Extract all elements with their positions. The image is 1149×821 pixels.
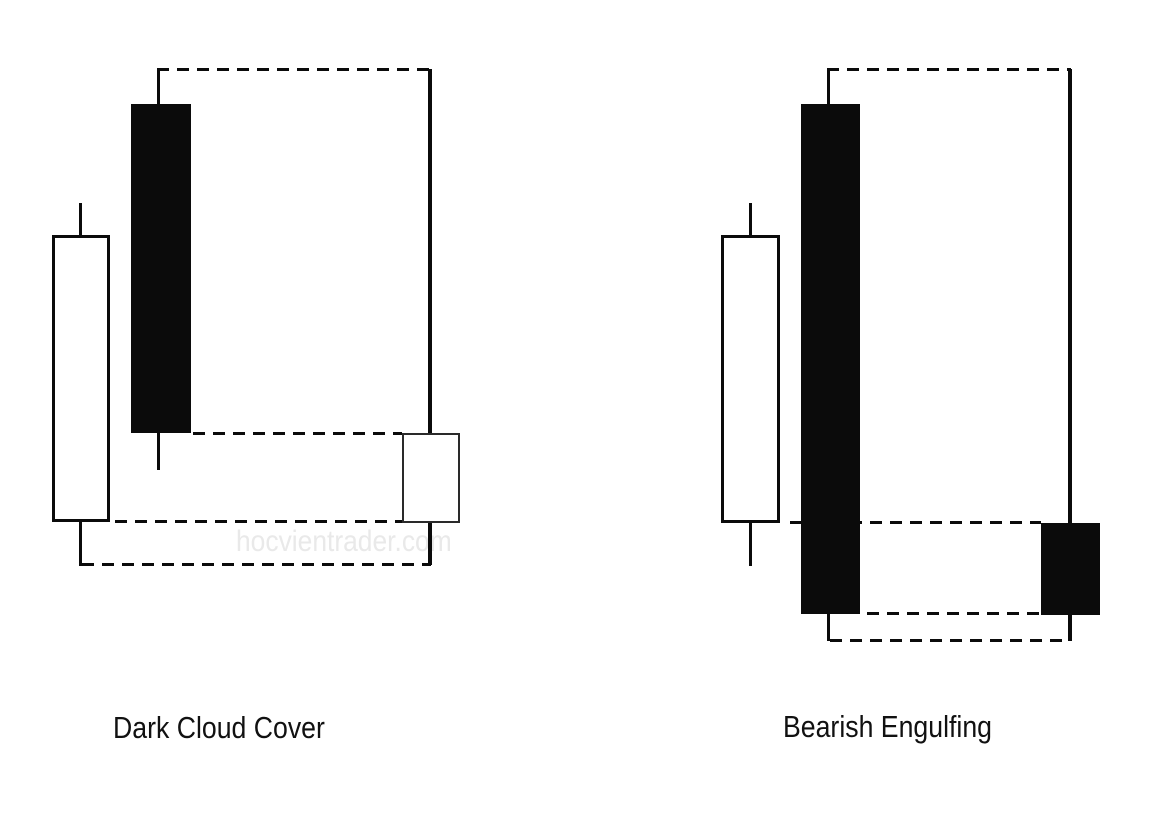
pattern-label-dark-cloud-cover: Dark Cloud Cover: [113, 710, 325, 745]
dark-cloud-cover-equivalent-candle-wick: [428, 69, 432, 565]
dark-cloud-cover-close-level-line: [193, 432, 402, 435]
dark-cloud-cover-open-level-line: [115, 520, 402, 523]
bearish-engulfing-open-level-line: [790, 521, 1041, 524]
bearish-engulfing-high-level-line: [827, 68, 1071, 71]
bearish-engulfing-equivalent-candle-wick: [1068, 69, 1072, 641]
dark-cloud-cover-bullish-candle-body: [52, 235, 110, 522]
bearish-engulfing-equivalent-candle-body: [1041, 523, 1100, 615]
bearish-engulfing-bullish-candle-body: [721, 235, 780, 523]
dark-cloud-cover-bearish-candle-body: [131, 104, 191, 433]
bearish-engulfing-low-level-line: [830, 639, 1070, 642]
dark-cloud-cover-high-level-line: [157, 68, 431, 71]
bearish-engulfing-close-level-line: [867, 612, 1041, 615]
dark-cloud-cover-low-level-line: [82, 563, 431, 566]
bearish-engulfing-bearish-candle-body: [801, 104, 860, 614]
dark-cloud-cover-equivalent-candle-body: [402, 433, 460, 523]
pattern-label-bearish-engulfing: Bearish Engulfing: [783, 709, 992, 744]
watermark-text: hocvientrader.com: [236, 525, 452, 558]
